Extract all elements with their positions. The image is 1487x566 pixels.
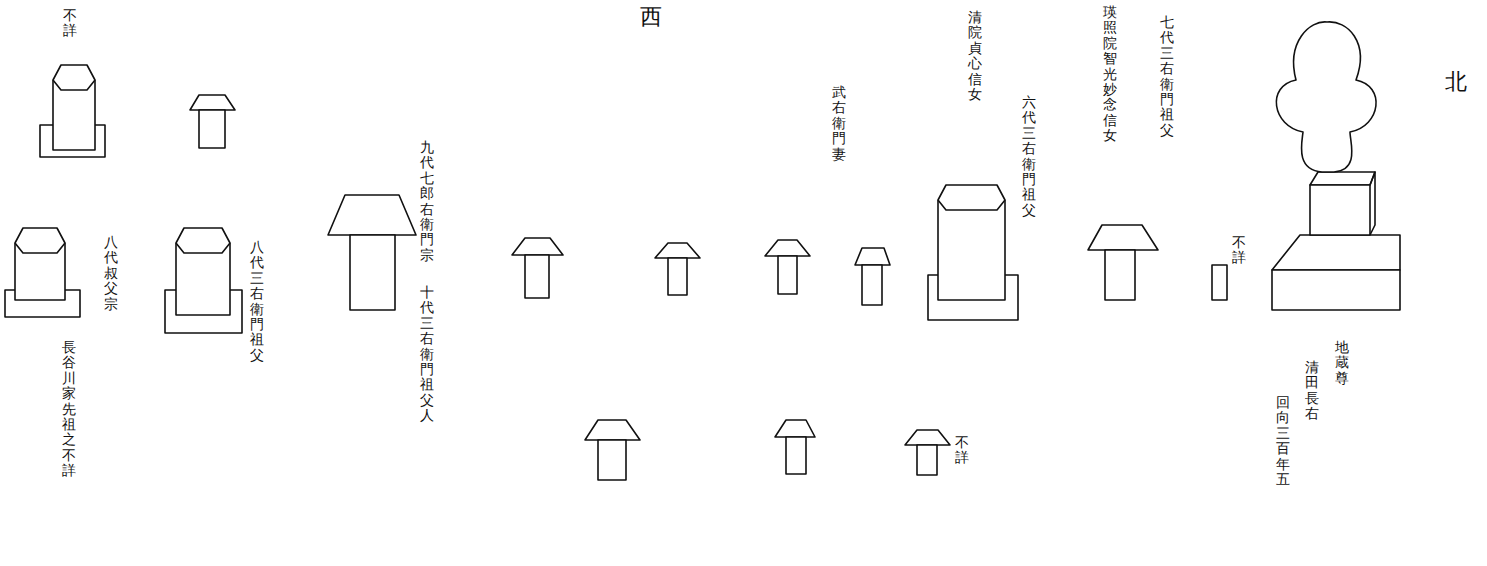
grave-inscription: 不詳 [63,8,77,39]
grave-inscription: 七代三右衛門祖父 [1160,15,1174,138]
grave-inscription: 八代叔父 宗 [104,235,118,312]
grave-inscription: 十代三右衛門祖父人 [420,285,434,424]
grave-inscription: 六代三右衛門祖父 [1022,95,1036,218]
capped-stone [585,420,640,480]
capped-stone [512,238,563,298]
small-stone [1212,265,1227,300]
grave-inscription: 北 [1445,70,1467,94]
grave-inscription: 地蔵尊 [1335,340,1349,386]
capped-stone [855,248,890,305]
capped-stone [655,243,700,295]
capped-stone [1088,225,1158,300]
grave-inscription: 西 [640,5,662,29]
capped-stone [328,195,416,310]
capped-stone [775,420,815,474]
jizo-statue [1272,22,1400,310]
grave-inscription: 九代七郎右衛門 宗 [420,140,434,263]
grave-inscription: 武右衛門妻 [832,85,846,162]
capped-stone [765,240,810,294]
tall-stone [165,228,242,333]
grave-inscription: 清田長右 [1305,360,1319,422]
grave-inscription: 八代三右衛門祖父 [250,240,264,363]
capped-stone [190,95,235,148]
grave-inscription: 回向三百年 五 [1276,395,1290,487]
capped-stone [905,430,950,475]
tall-stone [40,65,105,157]
tall-stone [928,185,1018,320]
grave-inscription: 不詳 [1232,235,1246,266]
grave-inscription: 清院貞心信女 [968,10,982,102]
grave-inscription: 不詳 [955,435,969,466]
grave-inscription: 瑛照院智光妙念信女 [1103,5,1117,144]
grave-inscription: 長谷川家先祖之不詳 [62,340,76,479]
tall-stone [5,228,80,317]
